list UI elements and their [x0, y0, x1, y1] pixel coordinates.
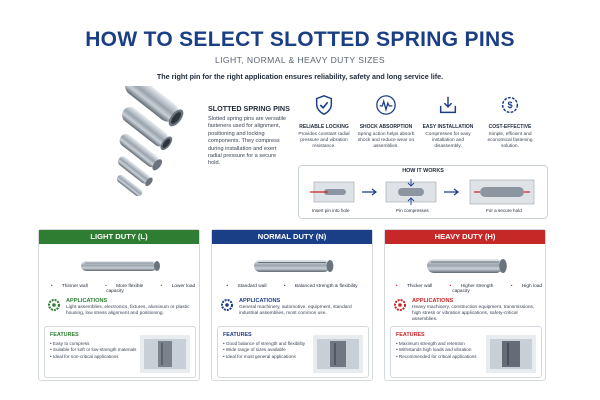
list-item: Ideal for non-critical applications	[50, 354, 140, 360]
features-list: Easy to compress Suitable for soft or lo…	[50, 341, 140, 360]
list-item: Recommended for critical applications	[396, 354, 486, 360]
shock-absorption-icon	[376, 95, 396, 115]
heavy-duty-pin-image	[427, 259, 507, 273]
features-heading: FEATURES	[396, 332, 425, 338]
gear-icon	[48, 299, 60, 311]
features-heading: FEATURES	[223, 332, 252, 338]
tagline: The right pin for the right application …	[156, 72, 444, 81]
feature-text: Spring action helps absorb shock and red…	[357, 132, 415, 150]
how-step-label: For a secure hold	[486, 208, 522, 213]
duty-header-light: LIGHT DUTY (L)	[39, 230, 199, 244]
list-item: Wide range of sizes available	[223, 347, 313, 353]
property-label: • Balanced strength & flexibility	[283, 284, 358, 289]
how-it-works-diagram	[310, 179, 535, 205]
feature-text: Simple, efficient and economical fasteni…	[487, 132, 533, 150]
feature-shock-absorption: SHOCK ABSORPTION Spring action helps abs…	[356, 94, 416, 150]
shield-check-icon	[315, 95, 333, 115]
applications-text: General machinery, automotive, equipment…	[239, 305, 352, 316]
page-subtitle: LIGHT, NORMAL & HEAVY DUTY SIZES	[214, 55, 386, 65]
features-box: FEATURES Maximum strength and retention …	[390, 326, 542, 378]
applications-heading: APPLICATIONS	[412, 298, 454, 304]
intro-text: Slotted spring pins are versatile fasten…	[208, 116, 287, 167]
intro-heading: SLOTTED SPRING PINS	[208, 104, 290, 113]
cross-section-image	[486, 335, 536, 373]
property-label: • Higher strength	[449, 284, 494, 289]
normal-duty-pin-image	[254, 260, 334, 272]
page-title: HOW TO SELECT SLOTTED SPRING PINS	[85, 28, 515, 51]
duty-panel-normal: NORMAL DUTY (N) • Standard wall • Balanc…	[211, 229, 373, 381]
list-item: Suitable for soft or low-strength materi…	[50, 347, 140, 353]
feature-heading: SHOCK ABSORPTION	[359, 124, 413, 130]
features-list: Maximum strength and retention Withstand…	[396, 341, 486, 360]
cross-section-image	[313, 335, 363, 373]
applications-text: Heavy machinery, construction equipment,…	[412, 305, 535, 322]
gear-icon	[394, 299, 406, 311]
duty-panel-light: LIGHT DUTY (L) • Thinner wall • More fle…	[38, 229, 200, 381]
how-it-works-title: HOW IT WORKS	[402, 168, 444, 174]
duty-properties: • Thinner wall • More flexible • Lower l…	[39, 284, 199, 294]
applications-heading: APPLICATIONS	[66, 298, 108, 304]
applications-text: Light assemblies, electronics, fixtures,…	[66, 305, 190, 316]
property-label: • High load capacity	[452, 284, 543, 294]
feature-text: Provides constant radial pressure and vi…	[298, 132, 350, 150]
svg-text:$: $	[507, 100, 512, 110]
duty-title: NORMAL DUTY (N)	[257, 232, 327, 241]
gear-icon	[221, 299, 233, 311]
feature-heading: COST-EFFECTIVE	[488, 124, 532, 130]
duty-properties: • Standard wall • Balanced strength & fl…	[212, 284, 372, 289]
features-heading: FEATURES	[50, 332, 79, 338]
duty-title: LIGHT DUTY (L)	[90, 232, 148, 241]
spring-pins-illustration	[116, 86, 184, 196]
list-item: Good balance of strength and flexibility	[223, 341, 313, 347]
duty-properties: • Thicker wall • Higher strength • High …	[385, 284, 545, 294]
list-item: Easy to compress	[50, 341, 140, 347]
install-icon	[439, 96, 457, 114]
features-box: FEATURES Easy to compress Suitable for s…	[44, 326, 196, 378]
light-duty-pin-image	[81, 261, 160, 271]
feature-reliable-locking: RELIABLE LOCKING Provides constant radia…	[294, 94, 354, 150]
dollar-gear-icon: $	[501, 96, 519, 114]
how-step-label: Pin compresses	[396, 208, 429, 213]
duty-header-heavy: HEAVY DUTY (H)	[385, 230, 545, 244]
duty-title: HEAVY DUTY (H)	[434, 232, 496, 241]
list-item: Maximum strength and retention	[396, 341, 486, 347]
list-item: Ideal for most general applications	[223, 354, 313, 360]
applications-heading: APPLICATIONS	[239, 298, 281, 304]
cross-section-image	[140, 335, 190, 373]
feature-heading: RELIABLE LOCKING	[299, 124, 349, 130]
feature-heading: EASY INSTALLATION	[422, 124, 474, 130]
features-box: FEATURES Good balance of strength and fl…	[217, 326, 369, 378]
feature-cost-effective: $ COST-EFFECTIVE Simple, efficient and e…	[480, 94, 540, 150]
how-step-label: Insert pin into hole	[312, 208, 350, 213]
feature-easy-installation: EASY INSTALLATION Compresses for easy in…	[418, 94, 478, 150]
feature-text: Compresses for easy installation and dis…	[425, 132, 471, 150]
duty-panel-heavy: HEAVY DUTY (H) • Thicker wall • Higher s…	[384, 229, 546, 381]
property-label: • Standard wall	[226, 284, 267, 289]
list-item: Withstands high loads and vibration	[396, 347, 486, 353]
property-label: • Thicker wall	[395, 284, 433, 289]
property-label: • More flexible	[105, 284, 144, 289]
property-label: • Thinner wall	[50, 284, 88, 289]
property-label: • Lower load capacity	[106, 284, 196, 294]
duty-header-normal: NORMAL DUTY (N)	[212, 230, 372, 244]
features-list: Good balance of strength and flexibility…	[223, 341, 313, 360]
